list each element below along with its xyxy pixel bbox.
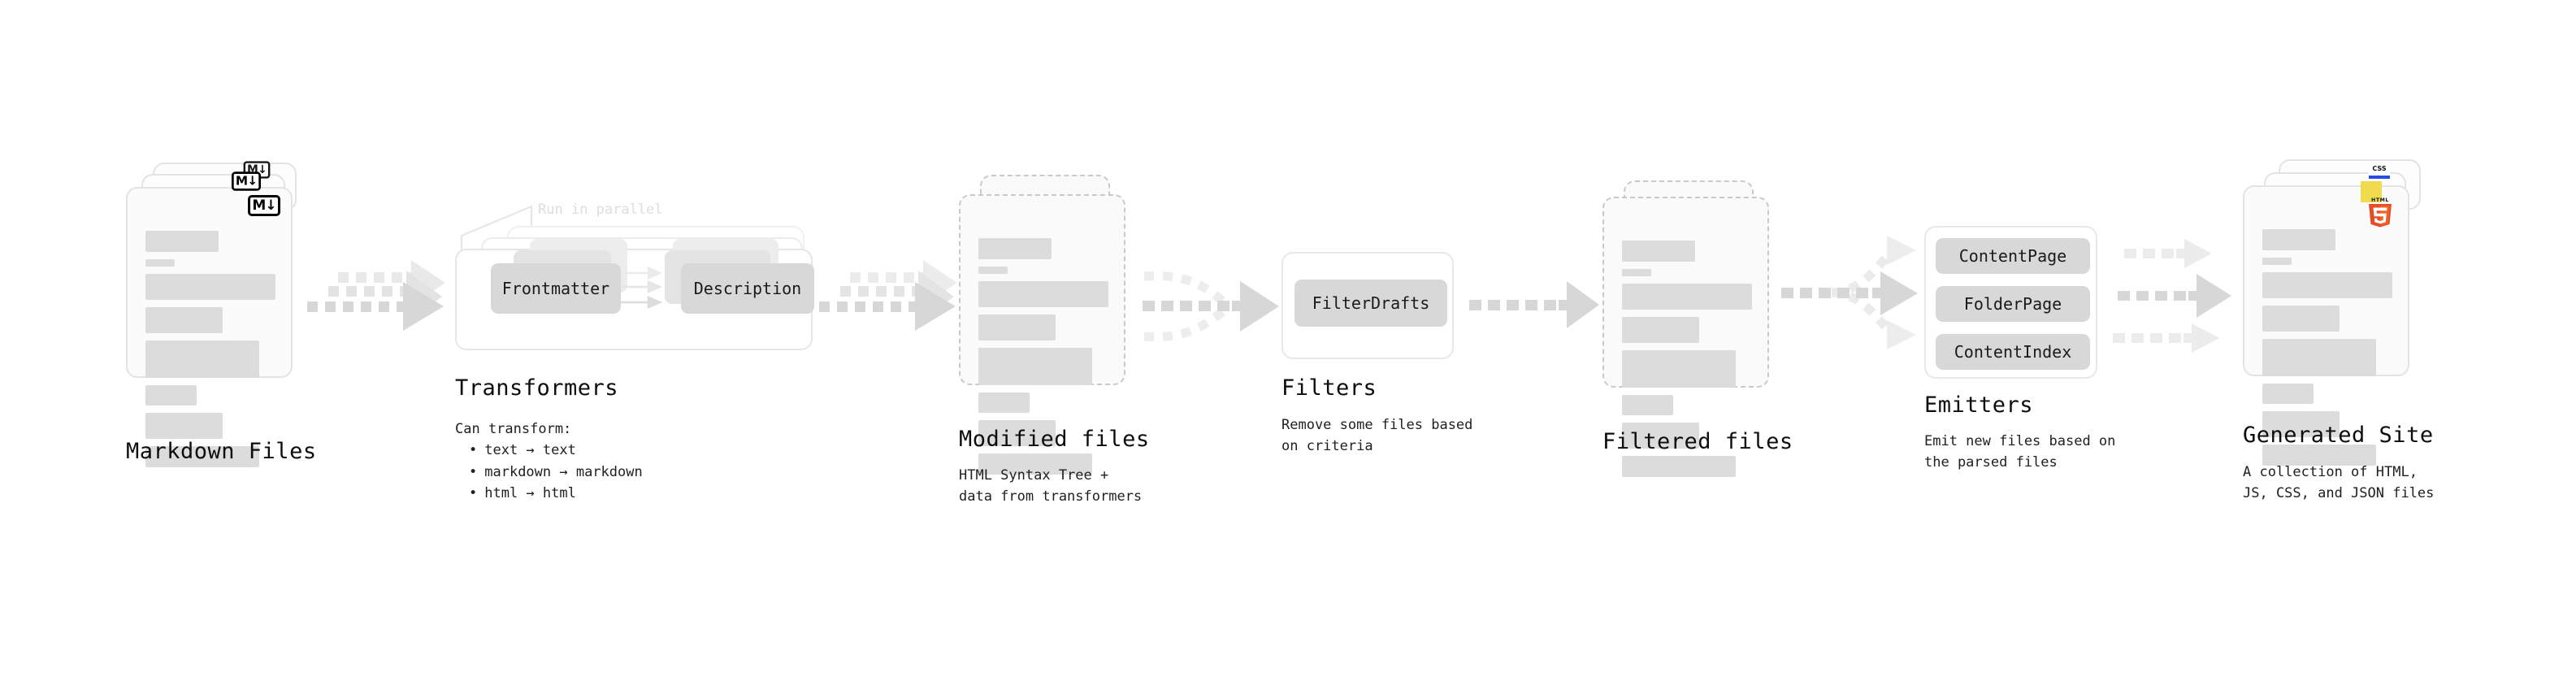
css-badge: CSS bbox=[2369, 165, 2390, 179]
filtered-files-stack bbox=[1602, 180, 1777, 477]
transformers-list: text → text markdown → markdown html → h… bbox=[455, 440, 723, 504]
emitters-box: ContentPage FolderPage ContentIndex bbox=[1924, 226, 2097, 379]
generated-site-stack: CSS HTML bbox=[2243, 159, 2430, 466]
filters-subtitle: Remove some files based on criteria bbox=[1281, 417, 1473, 455]
modified-files-title: Modified files bbox=[959, 427, 1150, 452]
markdown-badge-middle: M↓ bbox=[232, 171, 261, 191]
js-badge bbox=[2361, 181, 2382, 202]
modified-files-subtitle: HTML Syntax Tree + data from transformer… bbox=[959, 467, 1143, 505]
transformers-title: Transformers bbox=[455, 375, 619, 401]
run-in-parallel-label: Run in parallel bbox=[538, 202, 663, 218]
markdown-card-bars bbox=[145, 231, 275, 475]
transformers-list-lead: Can transform: bbox=[455, 421, 572, 437]
markdown-badge-front: M↓ bbox=[248, 195, 280, 216]
pill-contentindex[interactable]: ContentIndex bbox=[1936, 334, 2090, 370]
transformers-capability-list: Can transform: text → text markdown → ma… bbox=[455, 419, 723, 504]
site-card-front bbox=[2243, 185, 2409, 466]
markdown-card-front bbox=[126, 187, 293, 467]
list-item: markdown → markdown bbox=[469, 462, 723, 483]
markdown-files-stack: M↓ M↓ M↓ bbox=[126, 161, 309, 467]
generated-site-subtitle: A collection of HTML, JS, CSS, and JSON … bbox=[2243, 464, 2435, 502]
filtered-files-title: Filtered files bbox=[1602, 429, 1793, 454]
connector-modified-to-filters bbox=[1136, 262, 1282, 351]
filtered-card-front bbox=[1602, 197, 1769, 477]
connector-transformers-to-modified bbox=[819, 260, 969, 345]
transformers-stack: Frontmatter Description bbox=[455, 226, 821, 364]
filtered-card-bars bbox=[1622, 241, 1752, 484]
emitters-title: Emitters bbox=[1924, 393, 2034, 418]
site-card-bars bbox=[2262, 229, 2392, 473]
pill-filterdrafts[interactable]: FilterDrafts bbox=[1295, 280, 1447, 327]
list-item: html → html bbox=[469, 483, 723, 504]
transformer-internal-arrows bbox=[609, 267, 691, 317]
modified-card-front bbox=[959, 194, 1125, 475]
connector-markdown-to-transformers bbox=[307, 260, 458, 345]
pill-frontmatter[interactable]: Frontmatter bbox=[491, 263, 621, 314]
html5-badge: HTML bbox=[2366, 196, 2394, 228]
pill-folderpage[interactable]: FolderPage bbox=[1936, 286, 2090, 322]
connector-emitters-to-site bbox=[2113, 229, 2259, 363]
generated-site-title: Generated Site bbox=[2243, 423, 2434, 448]
filters-title: Filters bbox=[1281, 375, 1377, 401]
list-item: text → text bbox=[469, 440, 723, 461]
markdown-files-title: Markdown Files bbox=[126, 439, 317, 464]
modified-files-stack bbox=[959, 175, 1134, 475]
emitters-subtitle: Emit new files based on the parsed files bbox=[1924, 433, 2116, 471]
connector-filters-to-filtered bbox=[1469, 281, 1603, 335]
connector-filtered-to-emitters bbox=[1781, 229, 1928, 359]
svg-text:HTML: HTML bbox=[2371, 197, 2389, 203]
pill-contentpage[interactable]: ContentPage bbox=[1936, 238, 2090, 274]
pill-description[interactable]: Description bbox=[681, 263, 814, 314]
modified-card-bars bbox=[978, 238, 1108, 482]
filters-box: FilterDrafts bbox=[1281, 252, 1454, 359]
